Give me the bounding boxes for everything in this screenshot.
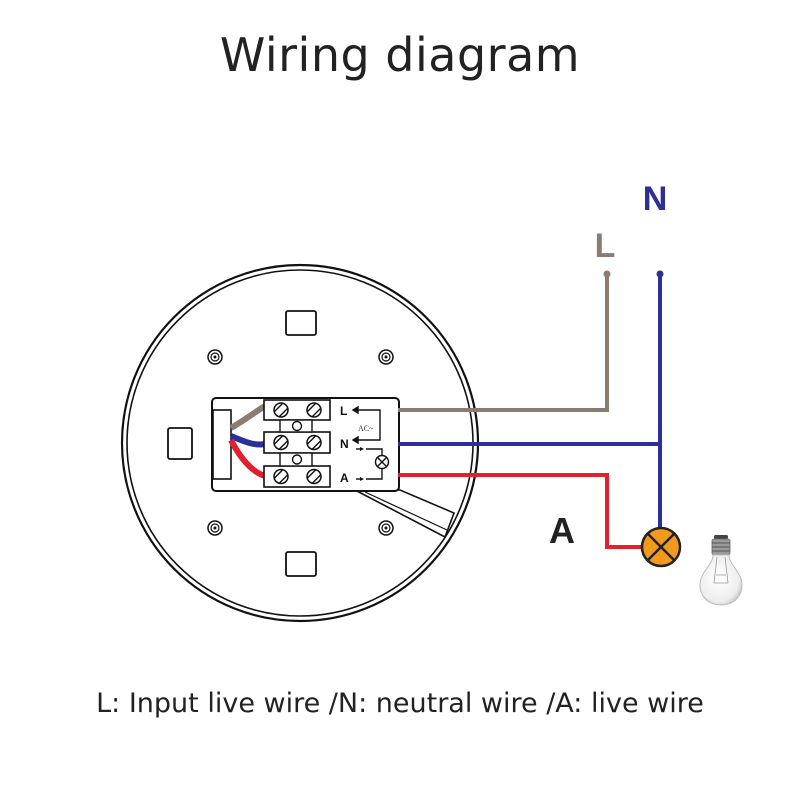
terminal-label-n: N	[340, 437, 349, 451]
page-title: Wiring diagram	[219, 28, 581, 82]
cable-strain-relief	[354, 489, 456, 539]
cable-entry	[212, 409, 232, 480]
label-neutral: N	[643, 180, 668, 218]
terminal-screw	[306, 434, 322, 451]
terminal-screw	[273, 434, 289, 451]
screw-hole	[378, 349, 394, 365]
wire-live-in	[398, 274, 609, 412]
terminal-screw	[273, 402, 289, 418]
internal-wire-live-out	[228, 438, 267, 479]
terminal-screw	[306, 468, 322, 485]
terminal-screw	[306, 402, 322, 418]
sensor-housing: L N A AC~	[120, 263, 480, 623]
mounting-slot-left	[167, 427, 193, 460]
wire-neutral-terminal	[656, 270, 664, 278]
internal-wire-neutral	[229, 433, 266, 448]
wire-live-in-terminal	[603, 270, 611, 278]
screw-hole	[378, 520, 394, 536]
internal-wire-live-in	[229, 403, 267, 431]
ac-label: AC~	[358, 424, 374, 433]
label-live-in: L	[595, 227, 616, 265]
mounting-slot-top	[285, 310, 317, 336]
light-bulb-icon	[699, 535, 743, 606]
inline-schematic	[351, 405, 390, 481]
external-wiring	[398, 270, 664, 549]
screw-hole	[207, 520, 223, 536]
terminal-label-a: A	[340, 471, 349, 485]
label-live-out: A	[549, 510, 575, 551]
legend-caption: L: Input live wire /N: neutral wire /A: …	[96, 688, 704, 719]
terminal-label-l: L	[340, 404, 347, 418]
screw-hole	[207, 349, 223, 365]
lamp-symbol	[640, 526, 682, 568]
terminal-screw	[273, 468, 289, 485]
wire-live-out	[398, 473, 642, 549]
mounting-slot-bottom	[285, 551, 317, 577]
terminal-strip	[263, 399, 331, 488]
